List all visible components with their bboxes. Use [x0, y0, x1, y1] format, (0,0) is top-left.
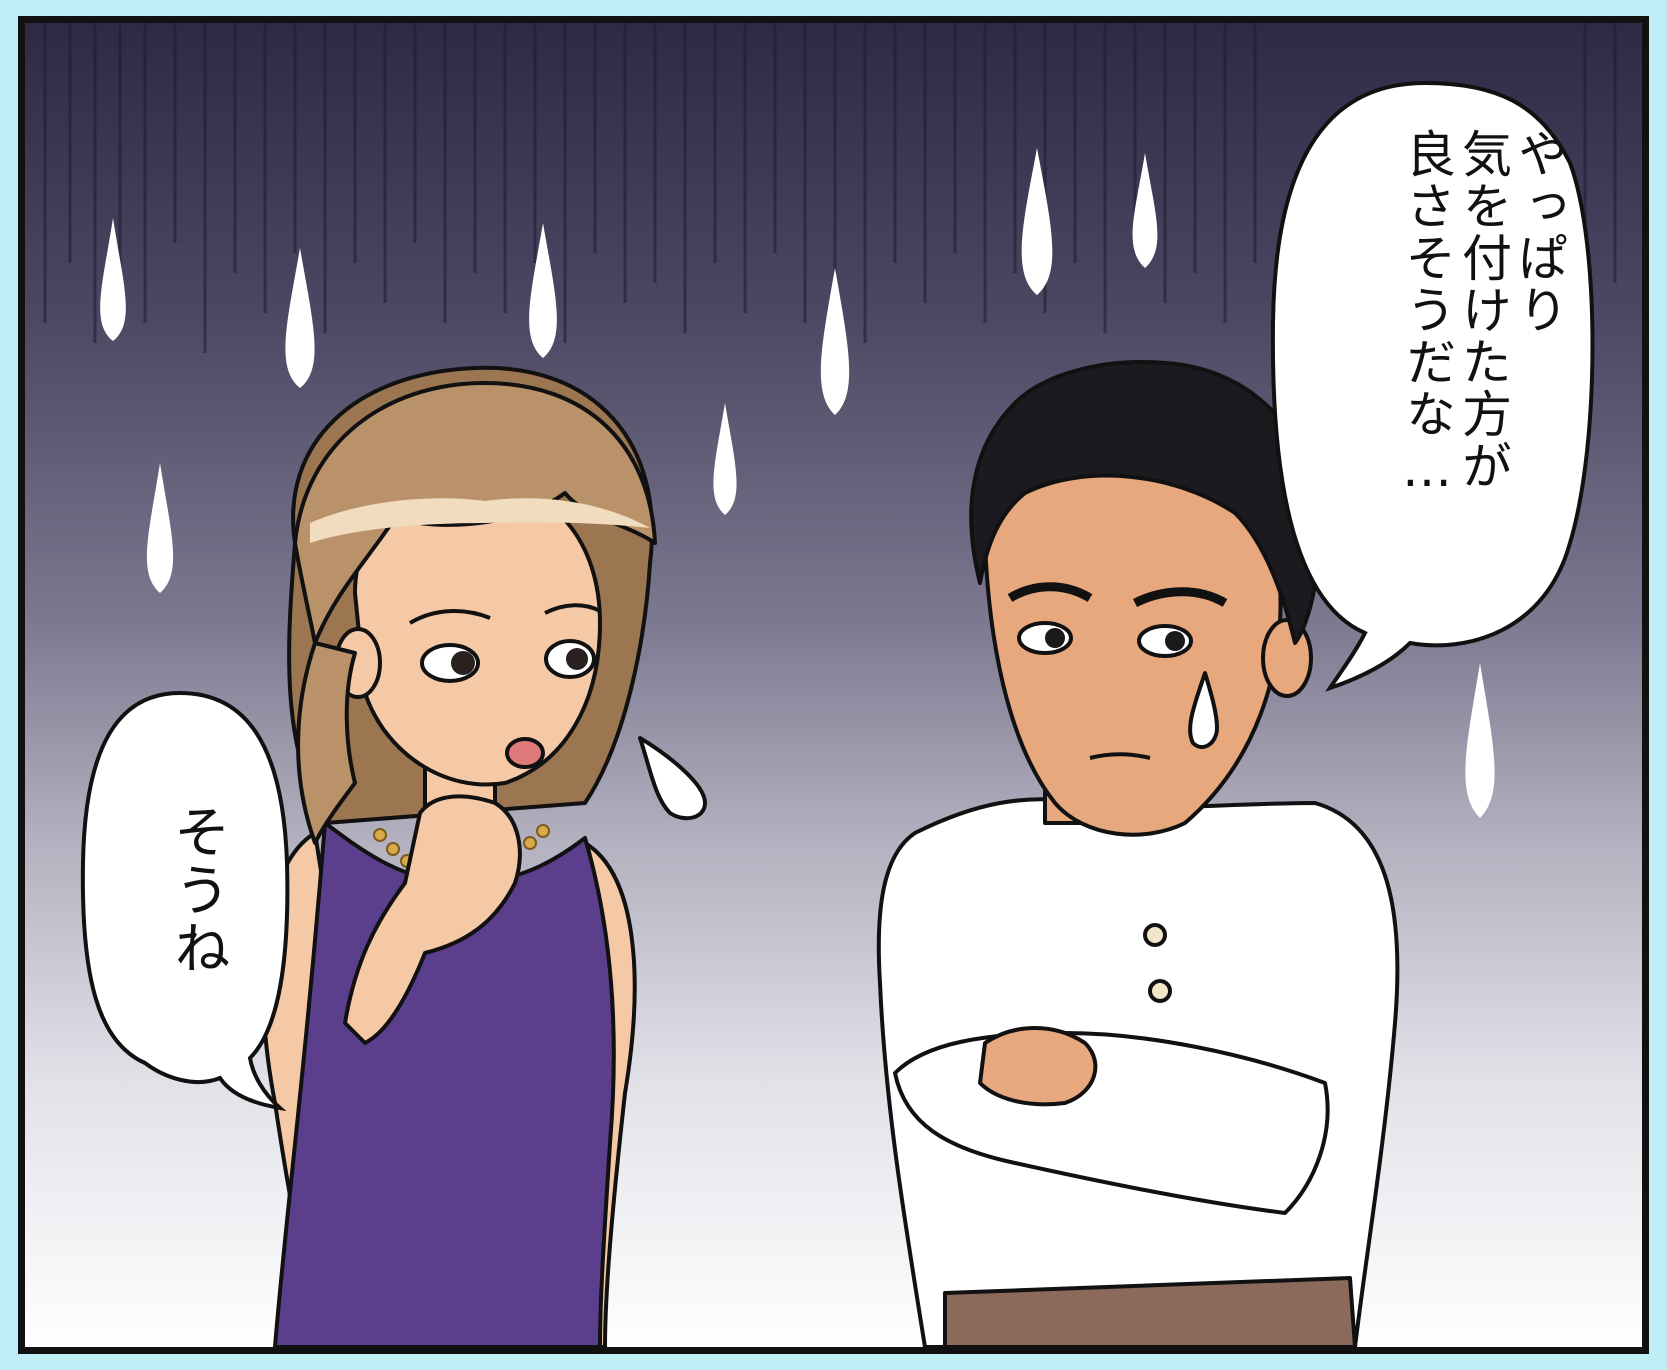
man-shirt-button — [1143, 923, 1167, 947]
man-character — [876, 360, 1400, 1347]
speech-right-line-3: 良さそうだな… — [1398, 128, 1456, 500]
speech-left-line-1: そうね — [165, 803, 230, 977]
woman-hair-highlight — [310, 498, 650, 543]
raindrops — [100, 148, 1495, 818]
raindrop — [1465, 663, 1495, 818]
raindrop — [1021, 148, 1053, 295]
raindrop — [529, 223, 557, 358]
raindrop — [820, 268, 850, 415]
speech-bubble-right — [1270, 80, 1595, 692]
man-pants — [943, 1276, 1357, 1347]
woman-hair-side — [296, 641, 357, 845]
woman-hand — [343, 794, 522, 1045]
man-mouth — [1089, 752, 1151, 760]
man-shirt-button — [1148, 979, 1172, 1003]
man-hand — [978, 1026, 1098, 1107]
raindrop — [100, 218, 126, 341]
raindrop — [1132, 153, 1158, 268]
raindrop — [713, 403, 737, 515]
woman-mouth — [505, 737, 545, 769]
speech-bubble-left — [80, 690, 290, 1112]
speech-right-line-1: やっぱり — [1510, 128, 1568, 336]
raindrop — [285, 248, 315, 388]
woman-character — [261, 365, 707, 1347]
raindrop — [146, 463, 174, 593]
panel-artwork — [43, 23, 1617, 1347]
speech-right-line-2: 気を付けた方が — [1454, 128, 1512, 492]
woman-sweat-drop — [638, 736, 707, 821]
man-brows — [1007, 582, 1228, 608]
woman-brows — [408, 603, 601, 625]
comic-panel: やっぱり 気を付けた方が 良さそうだな… そうね — [18, 16, 1649, 1354]
woman-face — [353, 481, 602, 787]
man-sweat-drop — [1188, 671, 1219, 749]
